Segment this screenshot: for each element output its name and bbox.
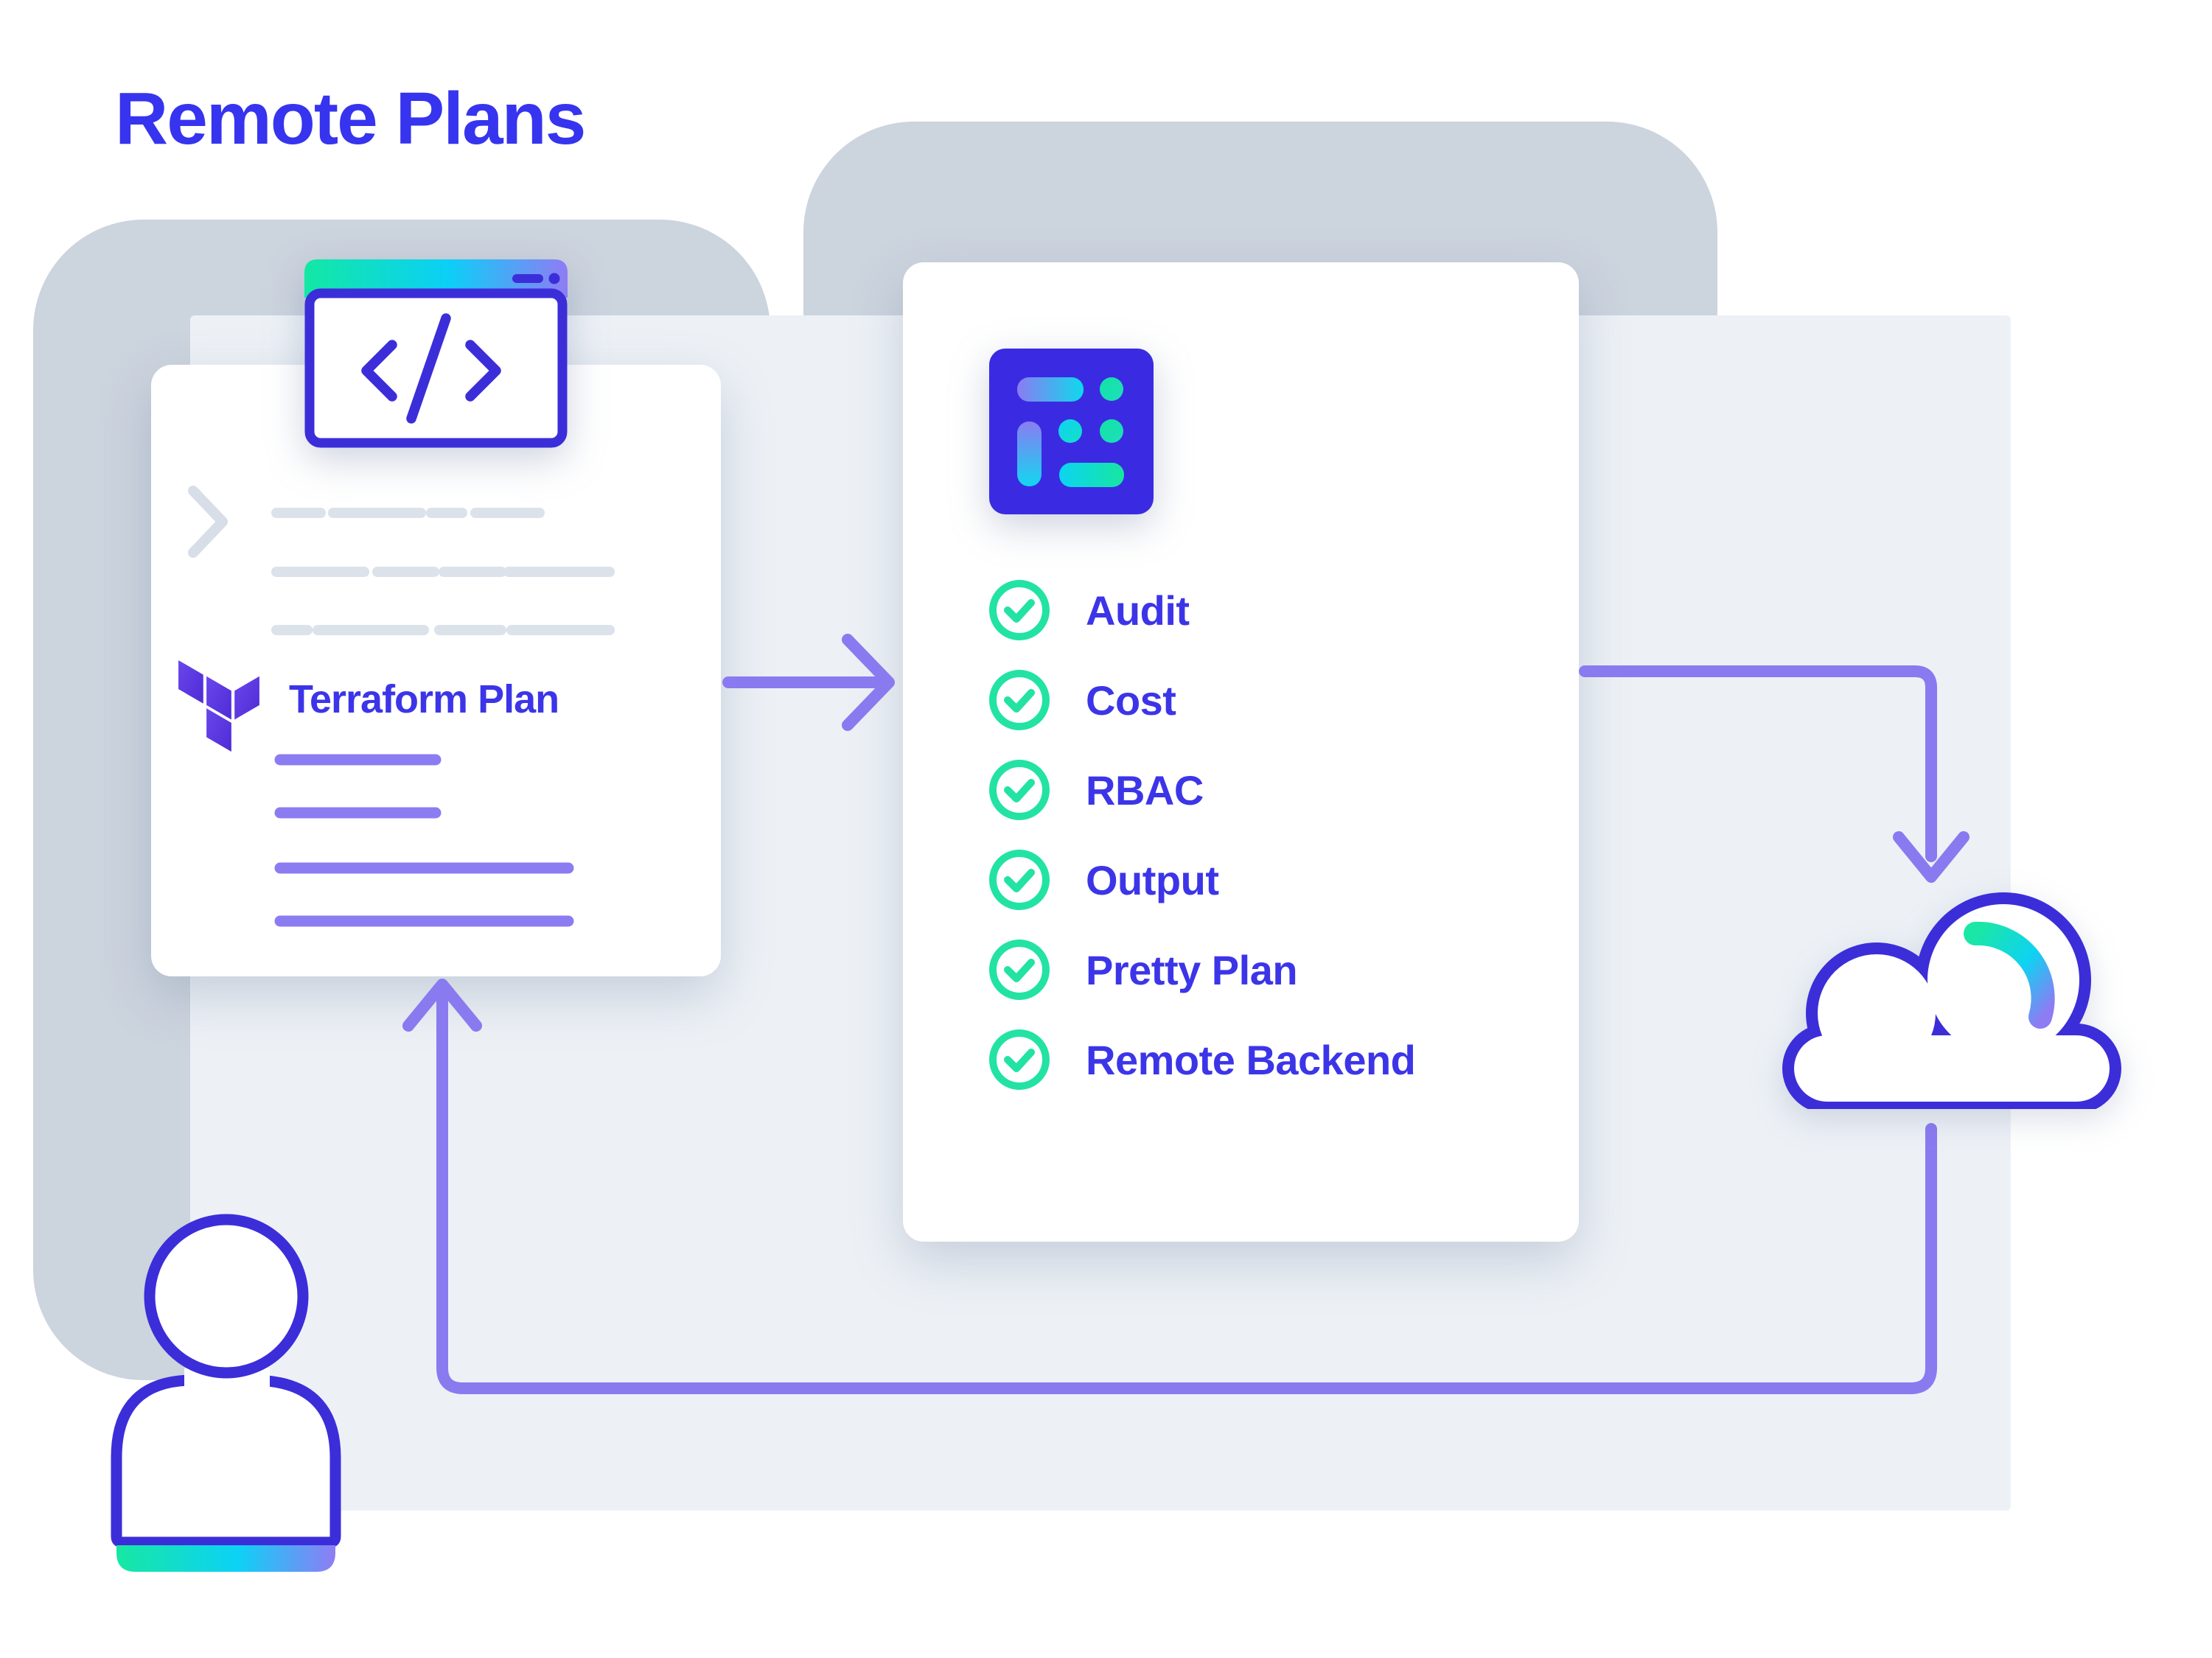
checklist-label: RBAC bbox=[1086, 766, 1204, 814]
checklist-item: RBAC bbox=[903, 759, 1204, 821]
checklist-label: Cost bbox=[1086, 676, 1176, 724]
terraform-plan-label: Terraform Plan bbox=[289, 677, 559, 721]
code-window-icon bbox=[304, 259, 568, 448]
checklist-label: Output bbox=[1086, 856, 1219, 903]
checklist-item: Cost bbox=[903, 669, 1176, 731]
check-circle-icon bbox=[989, 940, 1050, 1000]
user-icon bbox=[111, 1214, 341, 1572]
plan-features-checklist: Audit Cost RBAC Output Pretty Plan Remot… bbox=[903, 262, 1579, 1242]
checklist-item: Audit bbox=[903, 579, 1190, 641]
checklist-item: Remote Backend bbox=[903, 1029, 1416, 1091]
checklist-label: Pretty Plan bbox=[1086, 946, 1298, 993]
window-dot-icon bbox=[548, 273, 560, 284]
terraform-plan-card bbox=[151, 365, 721, 976]
check-circle-icon bbox=[989, 580, 1050, 640]
check-circle-icon bbox=[989, 850, 1050, 910]
window-minimize-icon bbox=[512, 274, 543, 283]
page-title: Remote Plans bbox=[115, 77, 586, 160]
terraform-logo-icon bbox=[178, 660, 259, 752]
check-circle-icon bbox=[989, 670, 1050, 730]
check-circle-icon bbox=[989, 760, 1050, 820]
cloud-icon bbox=[1782, 892, 2121, 1109]
plan-summary-icon bbox=[989, 349, 1154, 514]
checklist-label: Remote Backend bbox=[1086, 1036, 1416, 1083]
code-glyph bbox=[361, 313, 501, 424]
checklist-item: Pretty Plan bbox=[903, 939, 1298, 1001]
checklist-item: Output bbox=[903, 849, 1219, 911]
check-circle-icon bbox=[989, 1029, 1050, 1090]
checklist-label: Audit bbox=[1086, 587, 1190, 634]
